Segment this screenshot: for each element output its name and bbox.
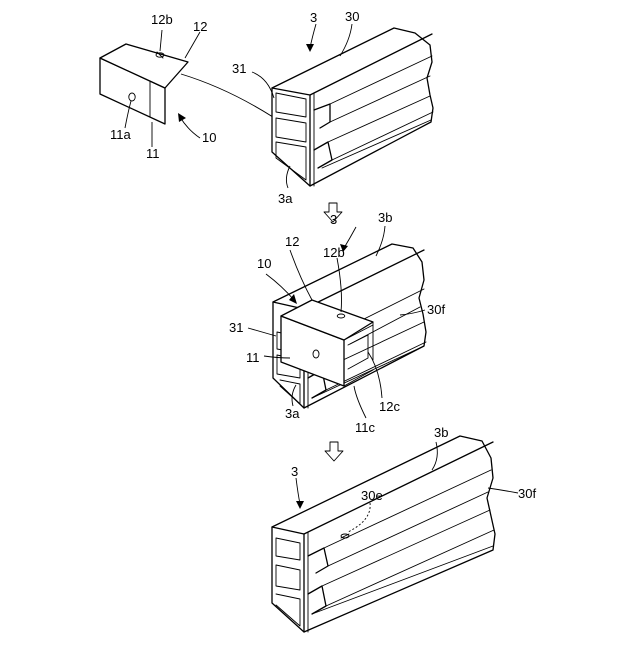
label-3a: 3a [278,191,293,206]
label-3: 3 [291,464,298,479]
label-3a: 3a [285,406,300,421]
label-11: 11 [246,350,260,365]
label-12c: 12c [379,399,400,414]
label-3: 3 [330,212,337,227]
label-12b: 12b [323,245,345,260]
label-11a: 11a [110,127,131,142]
label-11: 11 [146,146,160,161]
profile-3-bottom [272,436,495,632]
bracket-10 [100,44,188,124]
label-30: 30 [345,9,359,24]
label-30f: 30f [518,486,536,501]
label-31: 31 [232,61,246,76]
label-10: 10 [257,256,271,271]
bottom-stage: 3b 3 30f 30e [272,425,536,632]
label-11c: 11c [355,420,375,435]
label-3: 3 [310,10,317,25]
label-12: 12 [285,234,299,249]
label-31: 31 [229,320,243,335]
label-12: 12 [193,19,207,34]
down-arrow-icon [325,442,343,461]
label-12b: 12b [151,12,173,27]
top-stage: 12b 12 3 30 31 11a 11 10 3a [100,9,433,206]
label-30f: 30f [427,302,445,317]
label-3b: 3b [434,425,448,440]
label-3b: 3b [378,210,392,225]
label-10: 10 [202,130,216,145]
profile-3-top [272,28,433,186]
middle-stage: 3 3b 12 12b 10 30f 31 11 3a 12c 11c [229,210,445,435]
label-30e: 30e [361,488,383,503]
